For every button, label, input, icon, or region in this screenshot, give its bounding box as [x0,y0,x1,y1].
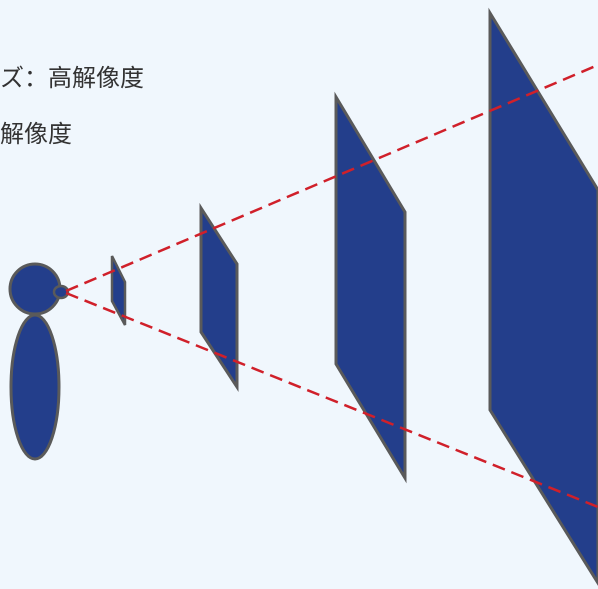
viewer-head [8,262,62,316]
caption-line-2: 解像度 [0,120,72,148]
viewer-eye [52,284,70,300]
image-plane-3 [334,91,407,484]
sightline-lower [65,291,598,509]
image-plane-1 [110,255,127,326]
sightline-upper [65,63,598,293]
person-eye-icon [8,262,70,461]
image-plane-4 [488,7,598,586]
viewer-body [9,313,61,461]
image-plane-2 [199,202,239,393]
caption-line-1: ズ：高解像度 [0,64,144,92]
